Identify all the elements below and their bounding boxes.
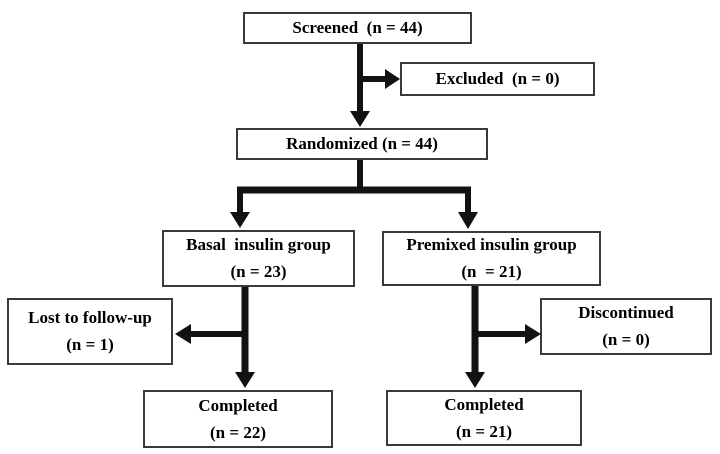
flow-box-completed-basal-label: Completed bbox=[198, 395, 278, 415]
flow-box-randomized: Randomized (n = 44) bbox=[236, 128, 488, 160]
connector-randomized-split bbox=[237, 159, 471, 194]
arrowhead-down-icon bbox=[235, 372, 255, 388]
flow-box-discontinued: Discontinued (n = 0) bbox=[540, 298, 712, 355]
flow-box-premixed-insulin-group: Premixed insulin group (n = 21) bbox=[382, 231, 601, 286]
flow-box-completed-basal-count: (n = 22) bbox=[210, 422, 266, 442]
flow-box-excluded-label: Excluded (n = 0) bbox=[435, 69, 560, 88]
connector-premixed-to-discontinued bbox=[472, 324, 541, 344]
flow-box-completed-premixed: Completed (n = 21) bbox=[386, 390, 582, 446]
flow-box-completed-premixed-label: Completed bbox=[444, 394, 524, 414]
flow-box-screened-label: Screened (n = 44) bbox=[292, 18, 423, 37]
flow-box-completed-basal: Completed (n = 22) bbox=[143, 390, 333, 448]
connector-premixed-to-completed bbox=[465, 286, 485, 388]
connector-split-to-premixed bbox=[458, 187, 478, 229]
flow-box-screened: Screened (n = 44) bbox=[243, 12, 472, 44]
connector-screened-to-randomized bbox=[350, 44, 370, 127]
arrowhead-left-icon bbox=[175, 324, 191, 344]
connector-basal-to-completed bbox=[235, 287, 255, 388]
flow-box-lost-to-followup: Lost to follow-up (n = 1) bbox=[7, 298, 173, 365]
flow-box-lost-count: (n = 1) bbox=[66, 334, 114, 354]
flow-box-basal-label: Basal insulin group bbox=[186, 235, 331, 254]
connector-basal-to-lost bbox=[175, 324, 248, 344]
arrowhead-right-icon bbox=[385, 69, 400, 89]
arrowhead-down-icon bbox=[458, 212, 478, 229]
arrowhead-right-icon bbox=[525, 324, 541, 344]
flow-box-basal-insulin-group: Basal insulin group (n = 23) bbox=[162, 230, 355, 287]
connector-screened-to-excluded bbox=[357, 69, 400, 89]
arrowhead-down-icon bbox=[465, 372, 485, 388]
arrowhead-down-icon bbox=[350, 111, 370, 127]
flow-box-randomized-label: Randomized (n = 44) bbox=[286, 134, 438, 153]
flow-box-completed-premixed-count: (n = 21) bbox=[456, 421, 512, 441]
connector-split-to-basal bbox=[230, 187, 250, 228]
flow-box-discontinued-count: (n = 0) bbox=[602, 330, 650, 349]
flow-box-discontinued-label: Discontinued bbox=[578, 303, 674, 322]
flow-box-excluded: Excluded (n = 0) bbox=[400, 62, 595, 96]
arrowhead-down-icon bbox=[230, 212, 250, 228]
flow-box-lost-label: Lost to follow-up bbox=[28, 308, 152, 328]
flow-box-basal-count: (n = 23) bbox=[230, 262, 287, 281]
flow-box-premixed-label: Premixed insulin group bbox=[406, 235, 577, 254]
flow-box-premixed-count: (n = 21) bbox=[461, 262, 522, 281]
